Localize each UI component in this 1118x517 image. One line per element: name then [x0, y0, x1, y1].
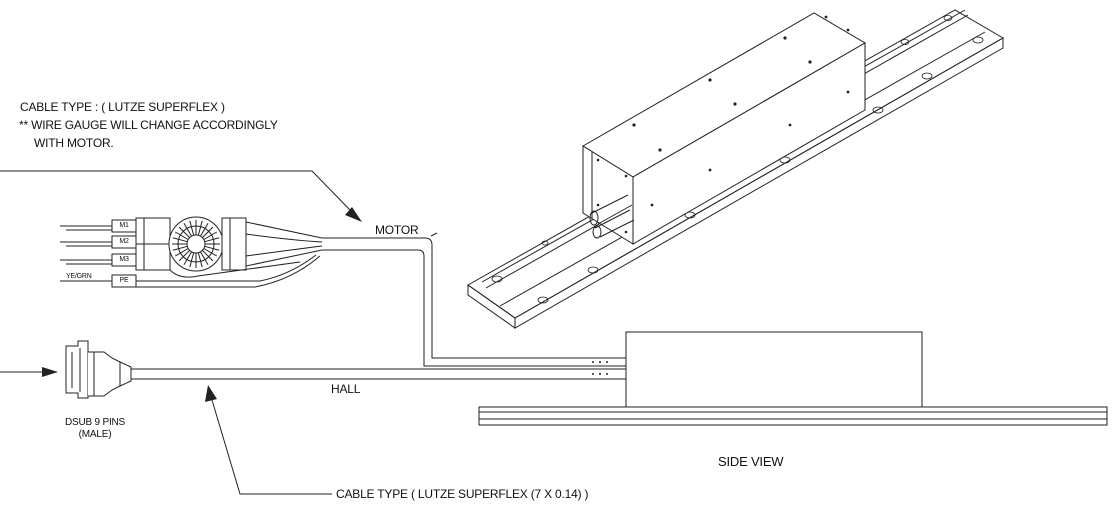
side-view-rail	[478, 406, 1108, 426]
motor-cable-type-label: CABLE TYPE : ( LUTZE SUPERFLEX )	[20, 100, 225, 114]
wire-gauge-note-line-1: ** WIRE GAUGE WILL CHANGE ACCORDINGLY	[19, 118, 278, 132]
dsub-label-line-1: DSUB 9 PINS	[64, 417, 126, 428]
shield-starburst	[168, 216, 224, 272]
side-view-carriage	[625, 331, 923, 408]
motor-cable-break	[430, 232, 438, 237]
ye-grn-label: YE/GRN	[66, 273, 92, 280]
side-view-label: SIDE VIEW	[718, 454, 784, 469]
hall-cable	[131, 368, 626, 380]
wire-tag-m2: M2	[119, 238, 129, 245]
isometric-carriage	[582, 12, 866, 245]
input-arrow	[0, 367, 58, 377]
wire-tag-m1: M1	[119, 222, 129, 229]
motor-cable	[322, 232, 626, 367]
wire-tag-m3: M3	[119, 256, 129, 263]
dsub-label-line-2: (MALE)	[78, 429, 112, 440]
wire-tag-pe: PE	[119, 277, 129, 284]
cable-glands	[589, 194, 635, 239]
dsub-connector	[65, 340, 132, 399]
side-view	[478, 331, 1108, 426]
motor-label: MOTOR	[375, 223, 419, 237]
motor-cable-leader	[0, 170, 362, 222]
hall-cable-type-label: CABLE TYPE ( LUTZE SUPERFLEX (7 X 0.14) …	[336, 487, 589, 501]
hall-label: HALL	[331, 382, 361, 396]
motor-wire-harness	[60, 216, 323, 288]
isometric-actuator	[467, 9, 1004, 329]
wire-gauge-note-line-2: WITH MOTOR.	[34, 136, 114, 150]
hall-cable-leader	[205, 385, 332, 495]
